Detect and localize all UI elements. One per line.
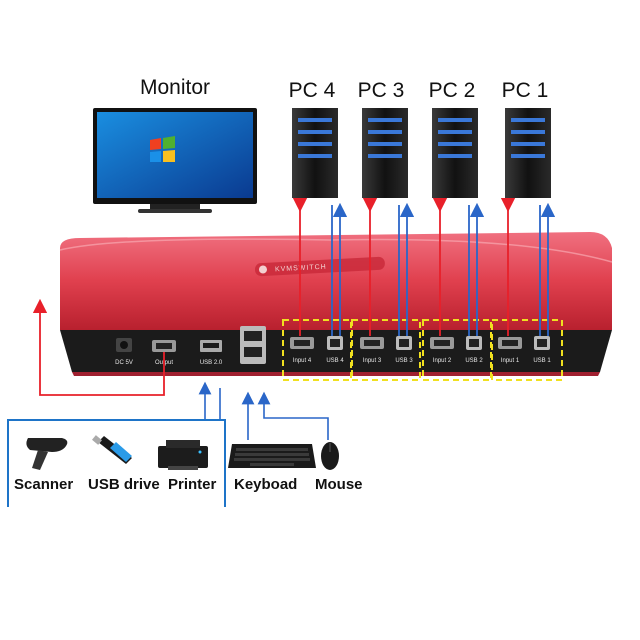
scanner-icon	[26, 438, 68, 470]
monitor-icon	[93, 108, 257, 213]
usb4-port: USB 4	[326, 336, 344, 364]
usb2-port: USB 2	[465, 336, 483, 364]
dc-port: DC 5V	[115, 338, 133, 366]
kvm-switch-body: KVMSWITCH	[59, 232, 613, 376]
mouse-icon	[321, 442, 339, 470]
scanner-label: Scanner	[14, 476, 73, 493]
svg-text:USB 1: USB 1	[533, 358, 551, 364]
pc1-label: PC 1	[502, 79, 549, 102]
port-group-pc2	[422, 319, 492, 381]
port-group-highlights	[282, 319, 563, 381]
monitor-label: Monitor	[140, 76, 210, 99]
port-group-pc4	[282, 319, 352, 381]
pc2-label: PC 2	[429, 79, 476, 102]
port-group-pc3	[351, 319, 421, 381]
mouse-label: Mouse	[315, 476, 363, 493]
svg-text:Input 4: Input 4	[293, 358, 312, 364]
input3-port: Input 3	[360, 337, 384, 364]
printer-label: Printer	[168, 476, 217, 493]
input2-port: Input 2	[430, 337, 454, 364]
server-tower-icon	[432, 108, 478, 198]
usb1-port: USB 1	[533, 336, 551, 364]
printer-icon	[158, 440, 208, 470]
usb-drive-label: USB drive	[88, 476, 160, 493]
svg-text:Input 3: Input 3	[363, 358, 382, 364]
svg-text:USB 2.0: USB 2.0	[200, 360, 223, 366]
usb20-port: USB 2.0	[200, 340, 223, 366]
peripheral-lines	[198, 381, 329, 440]
server-tower-icon	[505, 108, 551, 198]
svg-text:USB 2: USB 2	[465, 358, 483, 364]
port-group-pc1	[491, 319, 563, 381]
server-tower-icon	[292, 108, 338, 198]
pc-connection-lines	[292, 197, 556, 336]
dual-usb-stack	[240, 326, 266, 364]
svg-text:Input 1: Input 1	[501, 358, 520, 364]
svg-text:Input 2: Input 2	[433, 358, 452, 364]
usb3-port: USB 3	[395, 336, 413, 364]
keyboard-icon	[228, 444, 316, 468]
svg-text:USB 3: USB 3	[395, 358, 413, 364]
input1-port: Input 1	[498, 337, 522, 364]
svg-text:USB 4: USB 4	[326, 358, 344, 364]
monitor-output-line	[32, 298, 165, 396]
pc4-label: PC 4	[289, 79, 336, 102]
server-tower-icon	[362, 108, 408, 198]
svg-text:DC 5V: DC 5V	[115, 360, 133, 366]
input4-port: Input 4	[290, 337, 314, 364]
pc3-label: PC 3	[358, 79, 405, 102]
usb-drive-icon	[92, 435, 132, 464]
mouse-line	[257, 391, 329, 440]
keyboard-label: Keyboad	[234, 476, 297, 493]
usb-peripheral-box	[7, 419, 226, 507]
